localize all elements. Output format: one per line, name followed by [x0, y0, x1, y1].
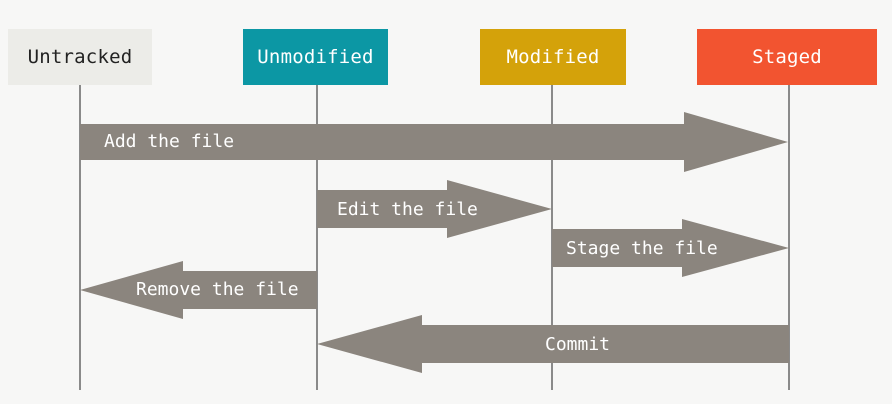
remove-file-label: Remove the file [136, 279, 299, 300]
commit-label: Commit [545, 334, 611, 355]
untracked-state: Untracked [8, 29, 152, 85]
stage-file-label: Stage the file [566, 238, 718, 259]
staged-state: Staged [697, 29, 877, 85]
stage-file-arrow [552, 219, 789, 277]
edit-file-arrow [317, 180, 552, 238]
unmodified-lifeline [316, 84, 318, 390]
commit-arrow [317, 315, 789, 373]
edit-file-label: Edit the file [337, 199, 478, 220]
unmodified-state: Unmodified [243, 29, 388, 85]
untracked-state-label: Untracked [27, 46, 133, 68]
staged-state-label: Staged [752, 46, 822, 68]
remove-file-arrow [80, 261, 317, 319]
staged-lifeline [788, 84, 790, 390]
unmodified-state-label: Unmodified [257, 46, 374, 68]
modified-state: Modified [480, 29, 626, 85]
modified-state-label: Modified [506, 46, 600, 68]
add-file-arrow [80, 112, 788, 172]
add-file-label: Add the file [104, 131, 235, 152]
untracked-lifeline [79, 84, 81, 390]
